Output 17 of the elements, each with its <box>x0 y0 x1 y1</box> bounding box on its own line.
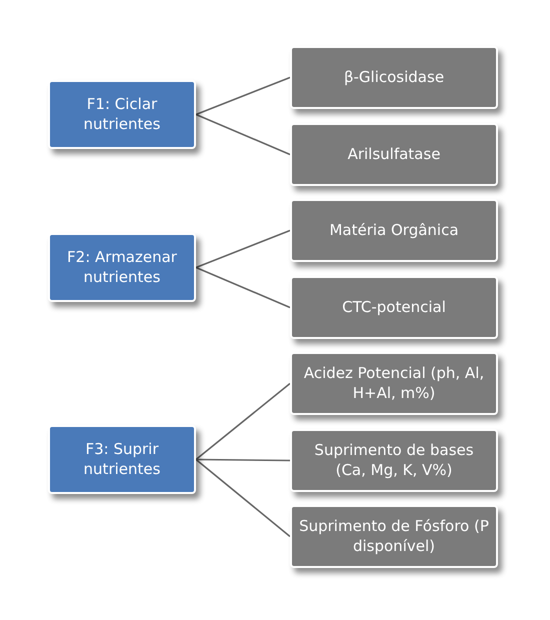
connector-line <box>196 458 290 538</box>
function-box: F2: Armazenar nutrientes <box>48 233 196 302</box>
function-box: F1: Ciclar nutrientes <box>48 80 196 149</box>
connector-line <box>196 230 290 268</box>
indicator-box: Arilsulfatase <box>290 123 498 186</box>
indicator-box: Matéria Orgânica <box>290 199 498 262</box>
indicator-box: β-Glicosidase <box>290 46 498 109</box>
indicator-box: CTC-potencial <box>290 276 498 339</box>
connector-line <box>196 114 290 156</box>
indicator-box: Acidez Potencial (ph, Al, H+Al, m%) <box>290 352 498 415</box>
connector-line <box>196 458 290 462</box>
connector-line <box>196 382 290 460</box>
function-box: F3: Suprir nutrientes <box>48 425 196 494</box>
indicator-box: Suprimento de bases (Ca, Mg, K, V%) <box>290 429 498 492</box>
connector-line <box>196 266 290 308</box>
indicator-box: Suprimento de Fósforo (P disponível) <box>290 505 498 568</box>
connector-line <box>196 76 290 116</box>
